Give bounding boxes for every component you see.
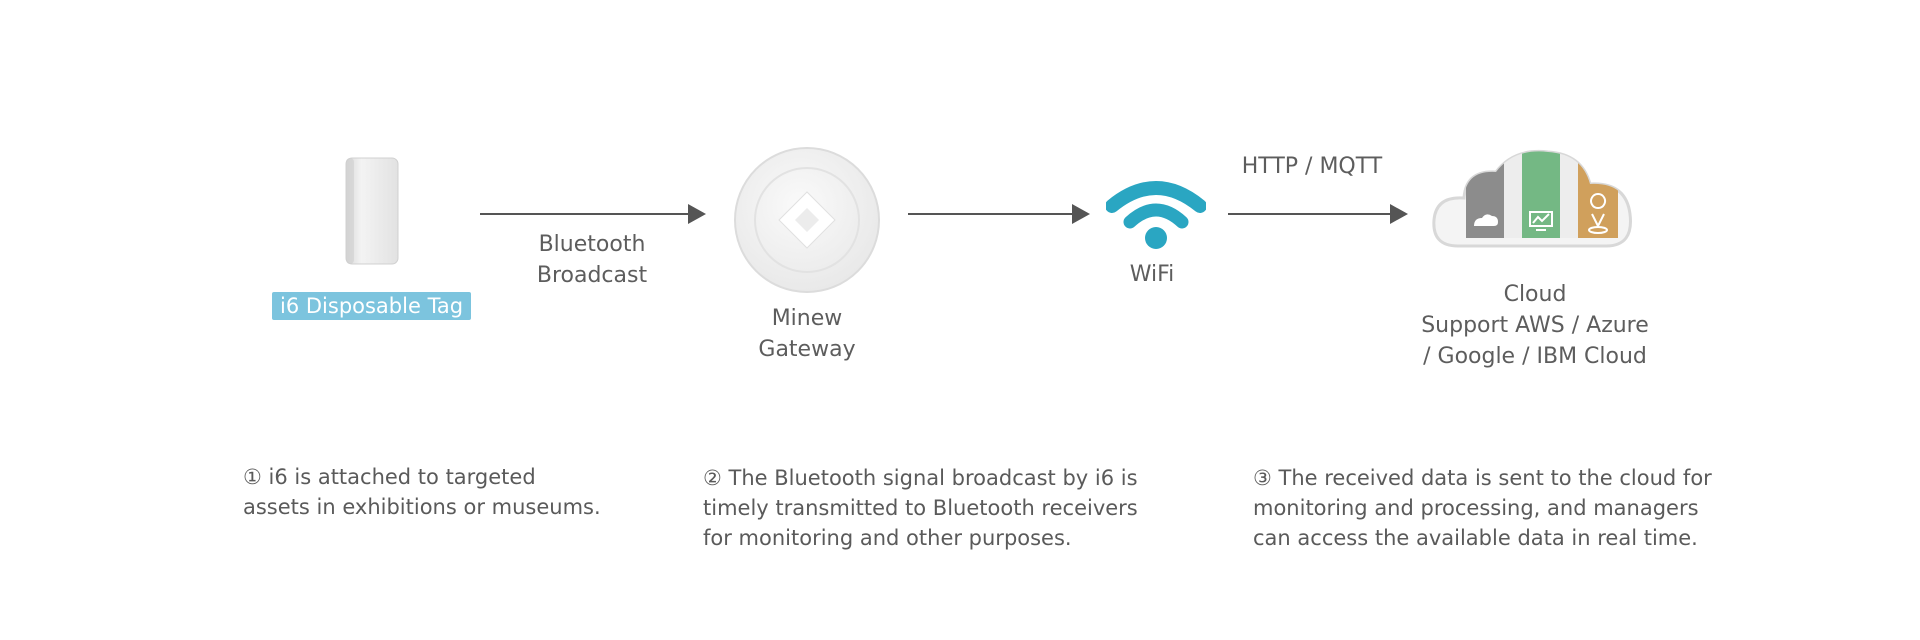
step-3-line2: monitoring and processing, and managers [1253, 496, 1699, 520]
step-1-line1: ① i6 is attached to targeted [243, 465, 536, 489]
cloud-icon [1430, 144, 1640, 252]
bluetooth-broadcast-label: Bluetooth Broadcast [522, 229, 662, 291]
protocol-label: HTTP / MQTT [1241, 154, 1383, 179]
step-3-line1: ③ The received data is sent to the cloud… [1253, 466, 1712, 490]
arrow-gateway-to-wifi [908, 204, 1090, 224]
bluetooth-label-line1: Bluetooth [538, 232, 646, 257]
step-3-description: ③ The received data is sent to the cloud… [1253, 463, 1712, 553]
step-1-description: ① i6 is attached to targeted assets in e… [243, 462, 601, 522]
gateway-icon [733, 146, 881, 294]
cloud-label-line3: / Google / IBM Cloud [1423, 344, 1647, 369]
gateway-label-line2: Gateway [758, 337, 856, 362]
gateway-label-line1: Minew [771, 306, 843, 331]
cloud-label: Cloud Support AWS / Azure / Google / IBM… [1405, 279, 1665, 372]
arrow-tag-to-gateway [480, 204, 706, 224]
device-tag-icon [344, 156, 400, 266]
wifi-icon [1105, 176, 1207, 252]
step-2-line2: timely transmitted to Bluetooth receiver… [703, 496, 1138, 520]
step-3-line3: can access the available data in real ti… [1253, 526, 1698, 550]
step-2-line3: for monitoring and other purposes. [703, 526, 1072, 550]
cloud-label-line2: Support AWS / Azure [1421, 313, 1649, 338]
step-2-description: ② The Bluetooth signal broadcast by i6 i… [703, 463, 1138, 553]
cloud-label-line1: Cloud [1503, 282, 1567, 307]
wifi-label: WiFi [1129, 262, 1175, 287]
bluetooth-label-line2: Broadcast [536, 263, 648, 288]
gateway-label: Minew Gateway [737, 303, 877, 365]
step-1-line2: assets in exhibitions or museums. [243, 495, 601, 519]
tag-badge: i6 Disposable Tag [272, 292, 472, 320]
step-2-line1: ② The Bluetooth signal broadcast by i6 i… [703, 466, 1138, 490]
arrow-wifi-to-cloud [1228, 204, 1408, 224]
